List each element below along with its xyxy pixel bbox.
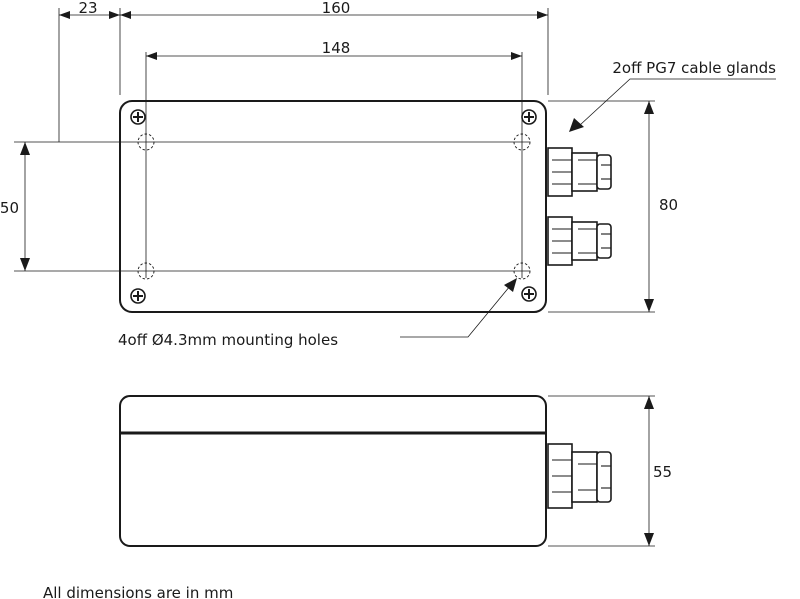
screw-bottom-left	[130, 288, 146, 304]
enclosure-side-outline	[119, 395, 547, 547]
units-note: All dimensions are in mm	[43, 584, 233, 599]
cable-glands-label: 2off PG7 cable glands	[612, 59, 776, 77]
dimension-overall-width: 80	[644, 101, 678, 312]
dimension-offset: 23	[59, 0, 120, 19]
side-view	[119, 395, 612, 547]
screw-top-right	[521, 109, 537, 125]
enclosure-top-outline	[119, 100, 547, 313]
dimension-hole-spacing-length: 148	[146, 39, 522, 60]
screw-bottom-right	[521, 286, 537, 302]
screw-top-left	[130, 109, 146, 125]
cable-gland-upper	[547, 147, 612, 197]
cable-glands-callout: 2off PG7 cable glands	[569, 59, 776, 132]
dimension-height: 55	[644, 396, 672, 546]
cable-gland-lower	[547, 216, 612, 266]
cable-gland-side	[547, 443, 612, 509]
dimension-height-label: 55	[653, 463, 672, 481]
mounting-holes-callout: 4off Ø4.3mm mounting holes	[118, 278, 517, 349]
mounting-holes-label: 4off Ø4.3mm mounting holes	[118, 331, 338, 349]
dimension-hole-spacing-width: 50	[0, 142, 30, 271]
dimension-overall-length-label: 160	[322, 0, 351, 17]
dimension-hole-spacing-length-label: 148	[322, 39, 351, 57]
dimension-hole-spacing-width-label: 50	[0, 199, 19, 217]
dimension-overall-width-label: 80	[659, 196, 678, 214]
corner-screws	[130, 109, 537, 304]
dimension-overall-length: 160	[120, 0, 548, 19]
top-view	[14, 52, 612, 313]
dimension-offset-label: 23	[78, 0, 97, 17]
